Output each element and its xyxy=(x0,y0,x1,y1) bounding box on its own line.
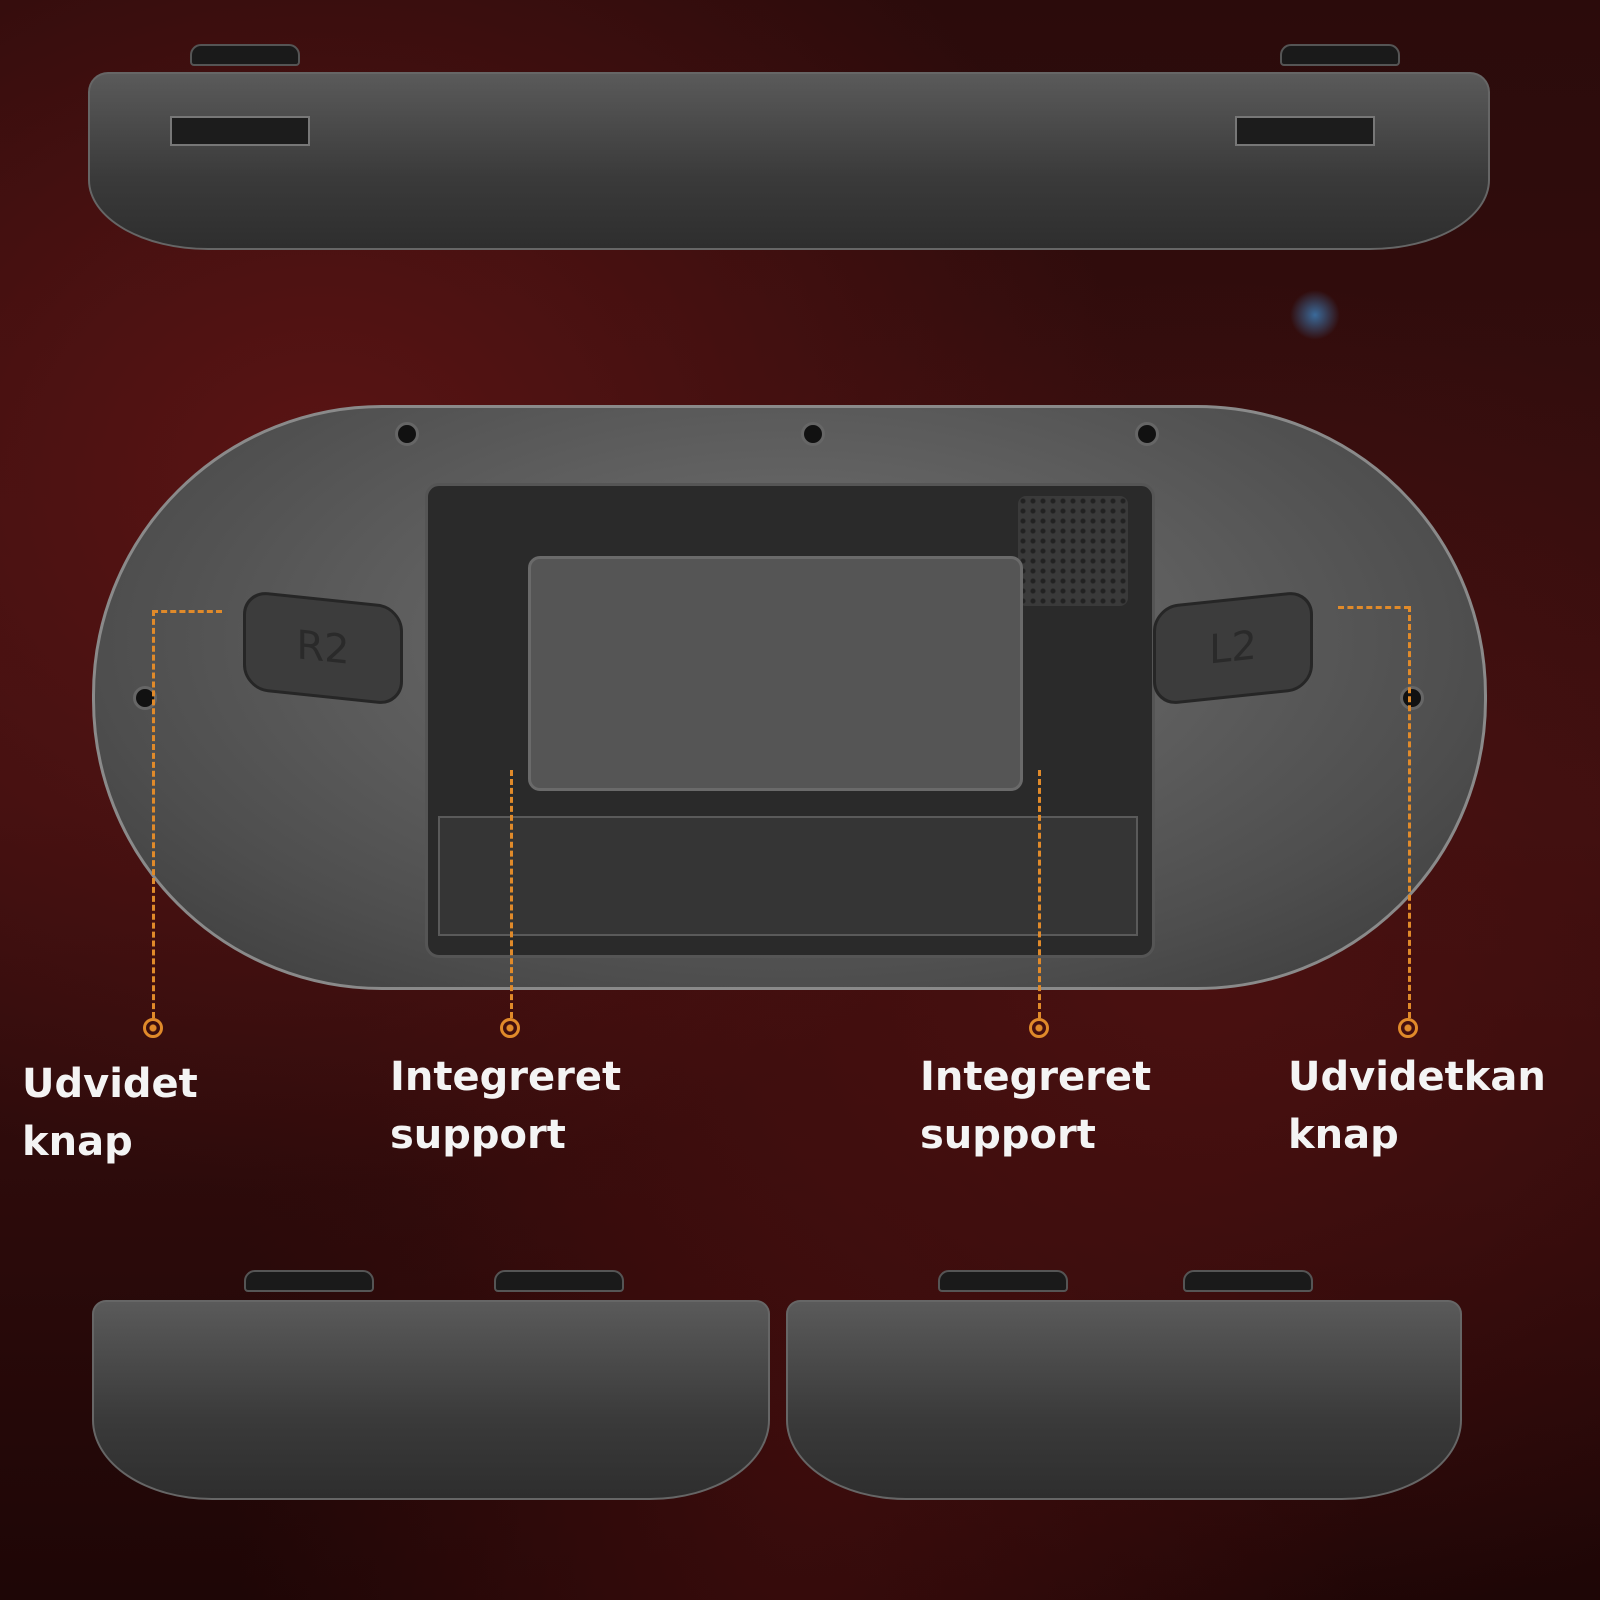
callout-dot xyxy=(500,1018,520,1038)
r2-trigger: R2 xyxy=(243,589,403,707)
callout-line2: support xyxy=(920,1112,1096,1158)
callout-line2: support xyxy=(390,1112,566,1158)
callout-line xyxy=(510,770,513,1018)
r2-label: R2 xyxy=(296,622,350,674)
screw xyxy=(395,422,419,446)
screw xyxy=(1135,422,1159,446)
callout-label: Udvidetkan knap xyxy=(1288,1048,1546,1164)
callout-line1: Integreret xyxy=(920,1054,1152,1100)
callout-dot xyxy=(1398,1018,1418,1038)
left-stick-2 xyxy=(494,1270,624,1292)
callout-label: Integreret support xyxy=(390,1048,621,1164)
device-bottom-right-view xyxy=(786,1270,1462,1500)
lower-compartment xyxy=(438,816,1138,936)
callout-line1: Udvidetkan xyxy=(1288,1054,1546,1100)
screw xyxy=(1400,686,1424,710)
device-back-view: R2 L2 xyxy=(92,405,1487,990)
callout-line1: Udvidet xyxy=(22,1061,198,1107)
right-button xyxy=(938,1270,1068,1292)
callout-label: Integreret support xyxy=(920,1048,1151,1164)
left-stick xyxy=(244,1270,374,1292)
callout-line xyxy=(1338,606,1410,609)
callout-label: Udvidet knap xyxy=(22,1055,198,1171)
blue-light xyxy=(1290,290,1340,340)
callout-line2: knap xyxy=(1288,1112,1399,1158)
l2-label: L2 xyxy=(1209,622,1257,674)
callout-line2: knap xyxy=(22,1119,133,1165)
callout-dot xyxy=(1029,1018,1049,1038)
right-stick xyxy=(1183,1270,1313,1292)
top-right-slot xyxy=(1235,116,1375,146)
battery xyxy=(528,556,1023,791)
callout-line1: Integreret xyxy=(390,1054,622,1100)
callout-line xyxy=(1038,770,1041,1018)
device-bottom-left-view xyxy=(92,1270,770,1500)
top-left-button xyxy=(190,44,300,66)
callout-line xyxy=(1408,606,1411,1018)
battery-bay xyxy=(425,483,1155,958)
callout-dot xyxy=(143,1018,163,1038)
device-top-view xyxy=(88,44,1490,250)
speaker-grille xyxy=(1018,496,1128,606)
l2-trigger: L2 xyxy=(1153,589,1313,707)
screw xyxy=(801,422,825,446)
callout-line xyxy=(152,610,222,613)
top-right-button xyxy=(1280,44,1400,66)
top-left-slot xyxy=(170,116,310,146)
callout-line xyxy=(152,610,155,1018)
